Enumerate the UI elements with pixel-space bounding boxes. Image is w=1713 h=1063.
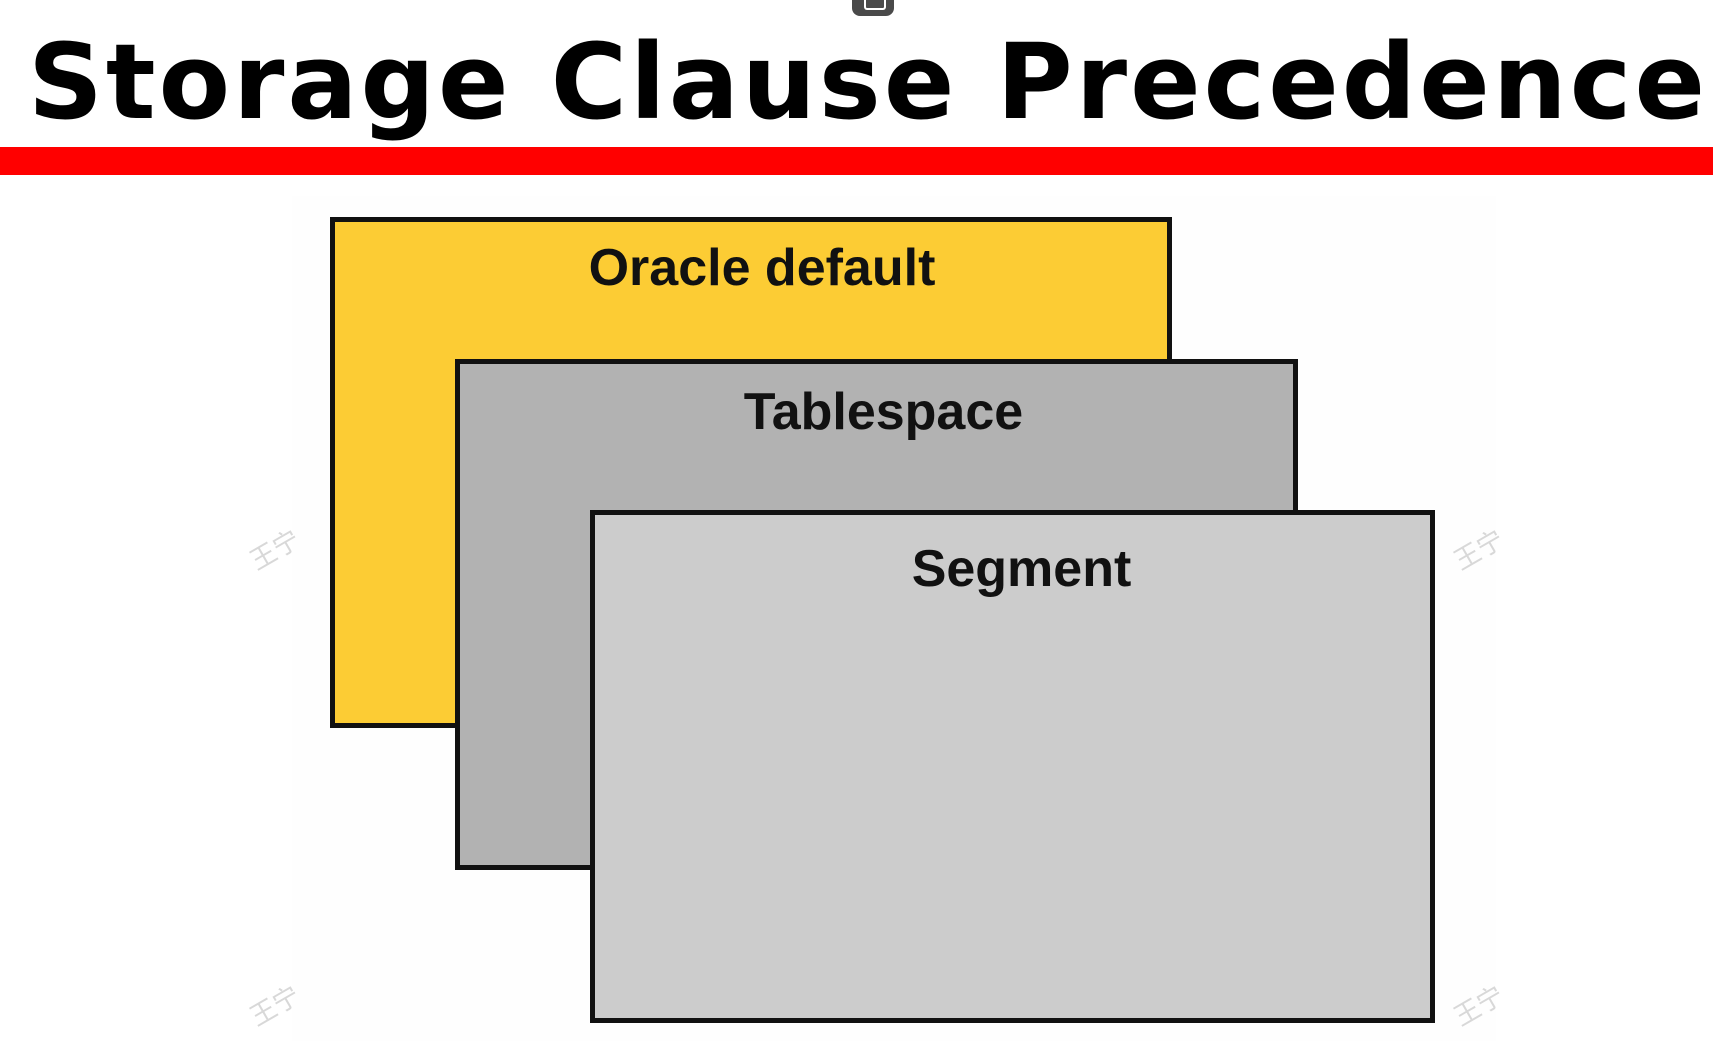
segment-label: Segment: [911, 540, 1132, 598]
title-red-rule: [0, 147, 1713, 175]
title-red-rule-bar: [0, 147, 1713, 175]
top-tab-handle[interactable]: [852, 0, 894, 16]
tablespace-label: Tablespace: [743, 383, 1024, 441]
segment-layer: Segment: [590, 510, 1435, 1023]
oracle-default-label: Oracle default: [588, 239, 936, 297]
slide-title: Storage Clause Precedence: [28, 21, 1708, 143]
